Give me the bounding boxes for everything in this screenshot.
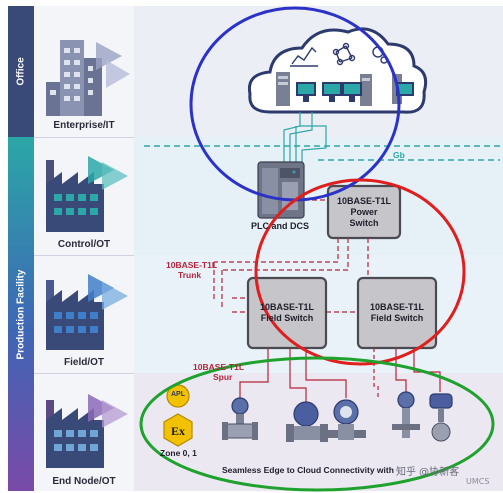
valve-actuator-icon [286, 401, 328, 442]
watermark-text: 知乎 @协新客 [396, 467, 460, 478]
spur-label-line-2: Spur [213, 372, 233, 382]
tier-divider-1 [34, 137, 134, 138]
spur-label-line-1: 10BASE-T1L [193, 362, 245, 372]
tier-name-field: Field/OT [64, 357, 104, 368]
tier-divider-3 [34, 373, 134, 374]
tier-divider-2 [34, 255, 134, 256]
power-switch-line-2: Power [350, 207, 378, 217]
trunk-links [213, 199, 369, 313]
field-switch-left-box [246, 276, 328, 350]
tier-name-control: Control/OT [57, 239, 111, 250]
watermark-umcs: UMCS [466, 477, 490, 486]
control-factory-icon [46, 156, 128, 232]
caption-text: Seamless Edge to Cloud Connectivity with [222, 465, 394, 475]
field-switch-right-line-1: 10BASE-T1L [369, 302, 424, 312]
field-switch-left-label: 10BASE-T1L Field Switch [248, 302, 326, 324]
power-switch-line-1: 10BASE-T1L [336, 196, 391, 206]
trunk-label-line-1: 10BASE-T1L [166, 260, 218, 270]
pressure-transmitter-icon [326, 399, 366, 440]
green-annotation-ellipse [139, 356, 495, 492]
office-building-icon [46, 40, 130, 116]
cloud-monitors [296, 82, 414, 102]
spur-label: 10BASE-T1L Spur [193, 362, 244, 382]
tier-name-endnode: End Node/OT [52, 476, 116, 487]
tier-name-office: Enterprise/IT [53, 120, 115, 131]
level-sensor-icon [392, 391, 420, 438]
gb-link-label: Gb [393, 150, 405, 160]
plc-dcs-label: PLC and DCS [250, 221, 309, 231]
field-switch-right-label: 10BASE-T1L Field Switch [358, 302, 436, 324]
flowmeter-icon [222, 397, 258, 440]
field-factory-icon [46, 274, 128, 350]
field-switch-left-line-1: 10BASE-T1L [259, 302, 314, 312]
cloud-to-plc-links [283, 112, 327, 162]
ex-badge-icon [163, 413, 193, 447]
apl-badge-text: APL [171, 391, 185, 398]
endnode-factory-icon [46, 394, 128, 468]
field-switch-right-box [356, 276, 438, 350]
power-switch-label: 10BASE-T1L Power Switch [328, 196, 400, 229]
plc-dcs-device [257, 161, 305, 219]
ex-badge-text: Ex [170, 424, 185, 438]
control-valve-icon [429, 393, 453, 442]
production-sidebar [8, 137, 34, 491]
field-switch-left-line-2: Field Switch [260, 313, 314, 323]
red-annotation-ellipse [254, 178, 466, 366]
zone-label: Zone 0, 1 [160, 448, 197, 458]
field-switch-right-line-2: Field Switch [370, 313, 424, 323]
power-switch-box [326, 184, 402, 240]
power-switch-line-3: Switch [349, 218, 379, 228]
trunk-label-line-2: Trunk [178, 270, 202, 280]
office-sidebar [8, 6, 34, 137]
trunk-label: 10BASE-T1L Trunk [166, 260, 217, 280]
